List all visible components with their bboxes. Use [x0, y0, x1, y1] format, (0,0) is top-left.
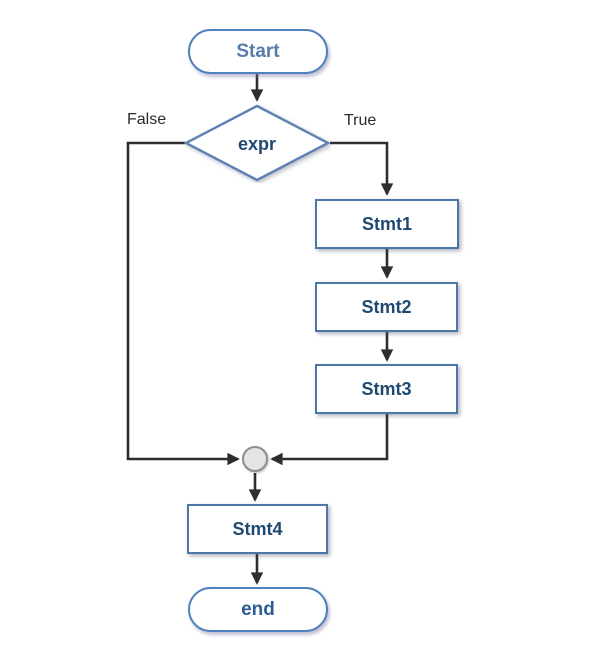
start-node-label: Start [236, 40, 280, 62]
edge-stmt3-to-junction [270, 414, 389, 466]
start-node: Start [188, 29, 328, 74]
stmt4-node: Stmt4 [187, 504, 328, 554]
expr-decision-node: expr [183, 103, 331, 183]
end-node: end [188, 587, 328, 632]
stmt2-node-label: Stmt2 [361, 296, 412, 317]
stmt3-node-label: Stmt3 [361, 378, 412, 399]
false-branch-label: False [127, 111, 167, 128]
stmt4-node-label: Stmt4 [232, 518, 283, 539]
edge-expr-false-to-junction [126, 141, 240, 466]
edge-expr-true-to-stmt1 [330, 141, 394, 196]
diamond-shape [183, 104, 331, 182]
end-node-label: end [241, 598, 275, 620]
expr-node-label: expr [237, 133, 277, 154]
stmt1-node: Stmt1 [315, 199, 459, 249]
true-branch-label: True [344, 112, 377, 129]
stmt3-node: Stmt3 [315, 364, 458, 414]
stmt1-node-label: Stmt1 [361, 213, 412, 234]
junction-circle [242, 446, 268, 472]
stmt2-node: Stmt2 [315, 282, 458, 332]
